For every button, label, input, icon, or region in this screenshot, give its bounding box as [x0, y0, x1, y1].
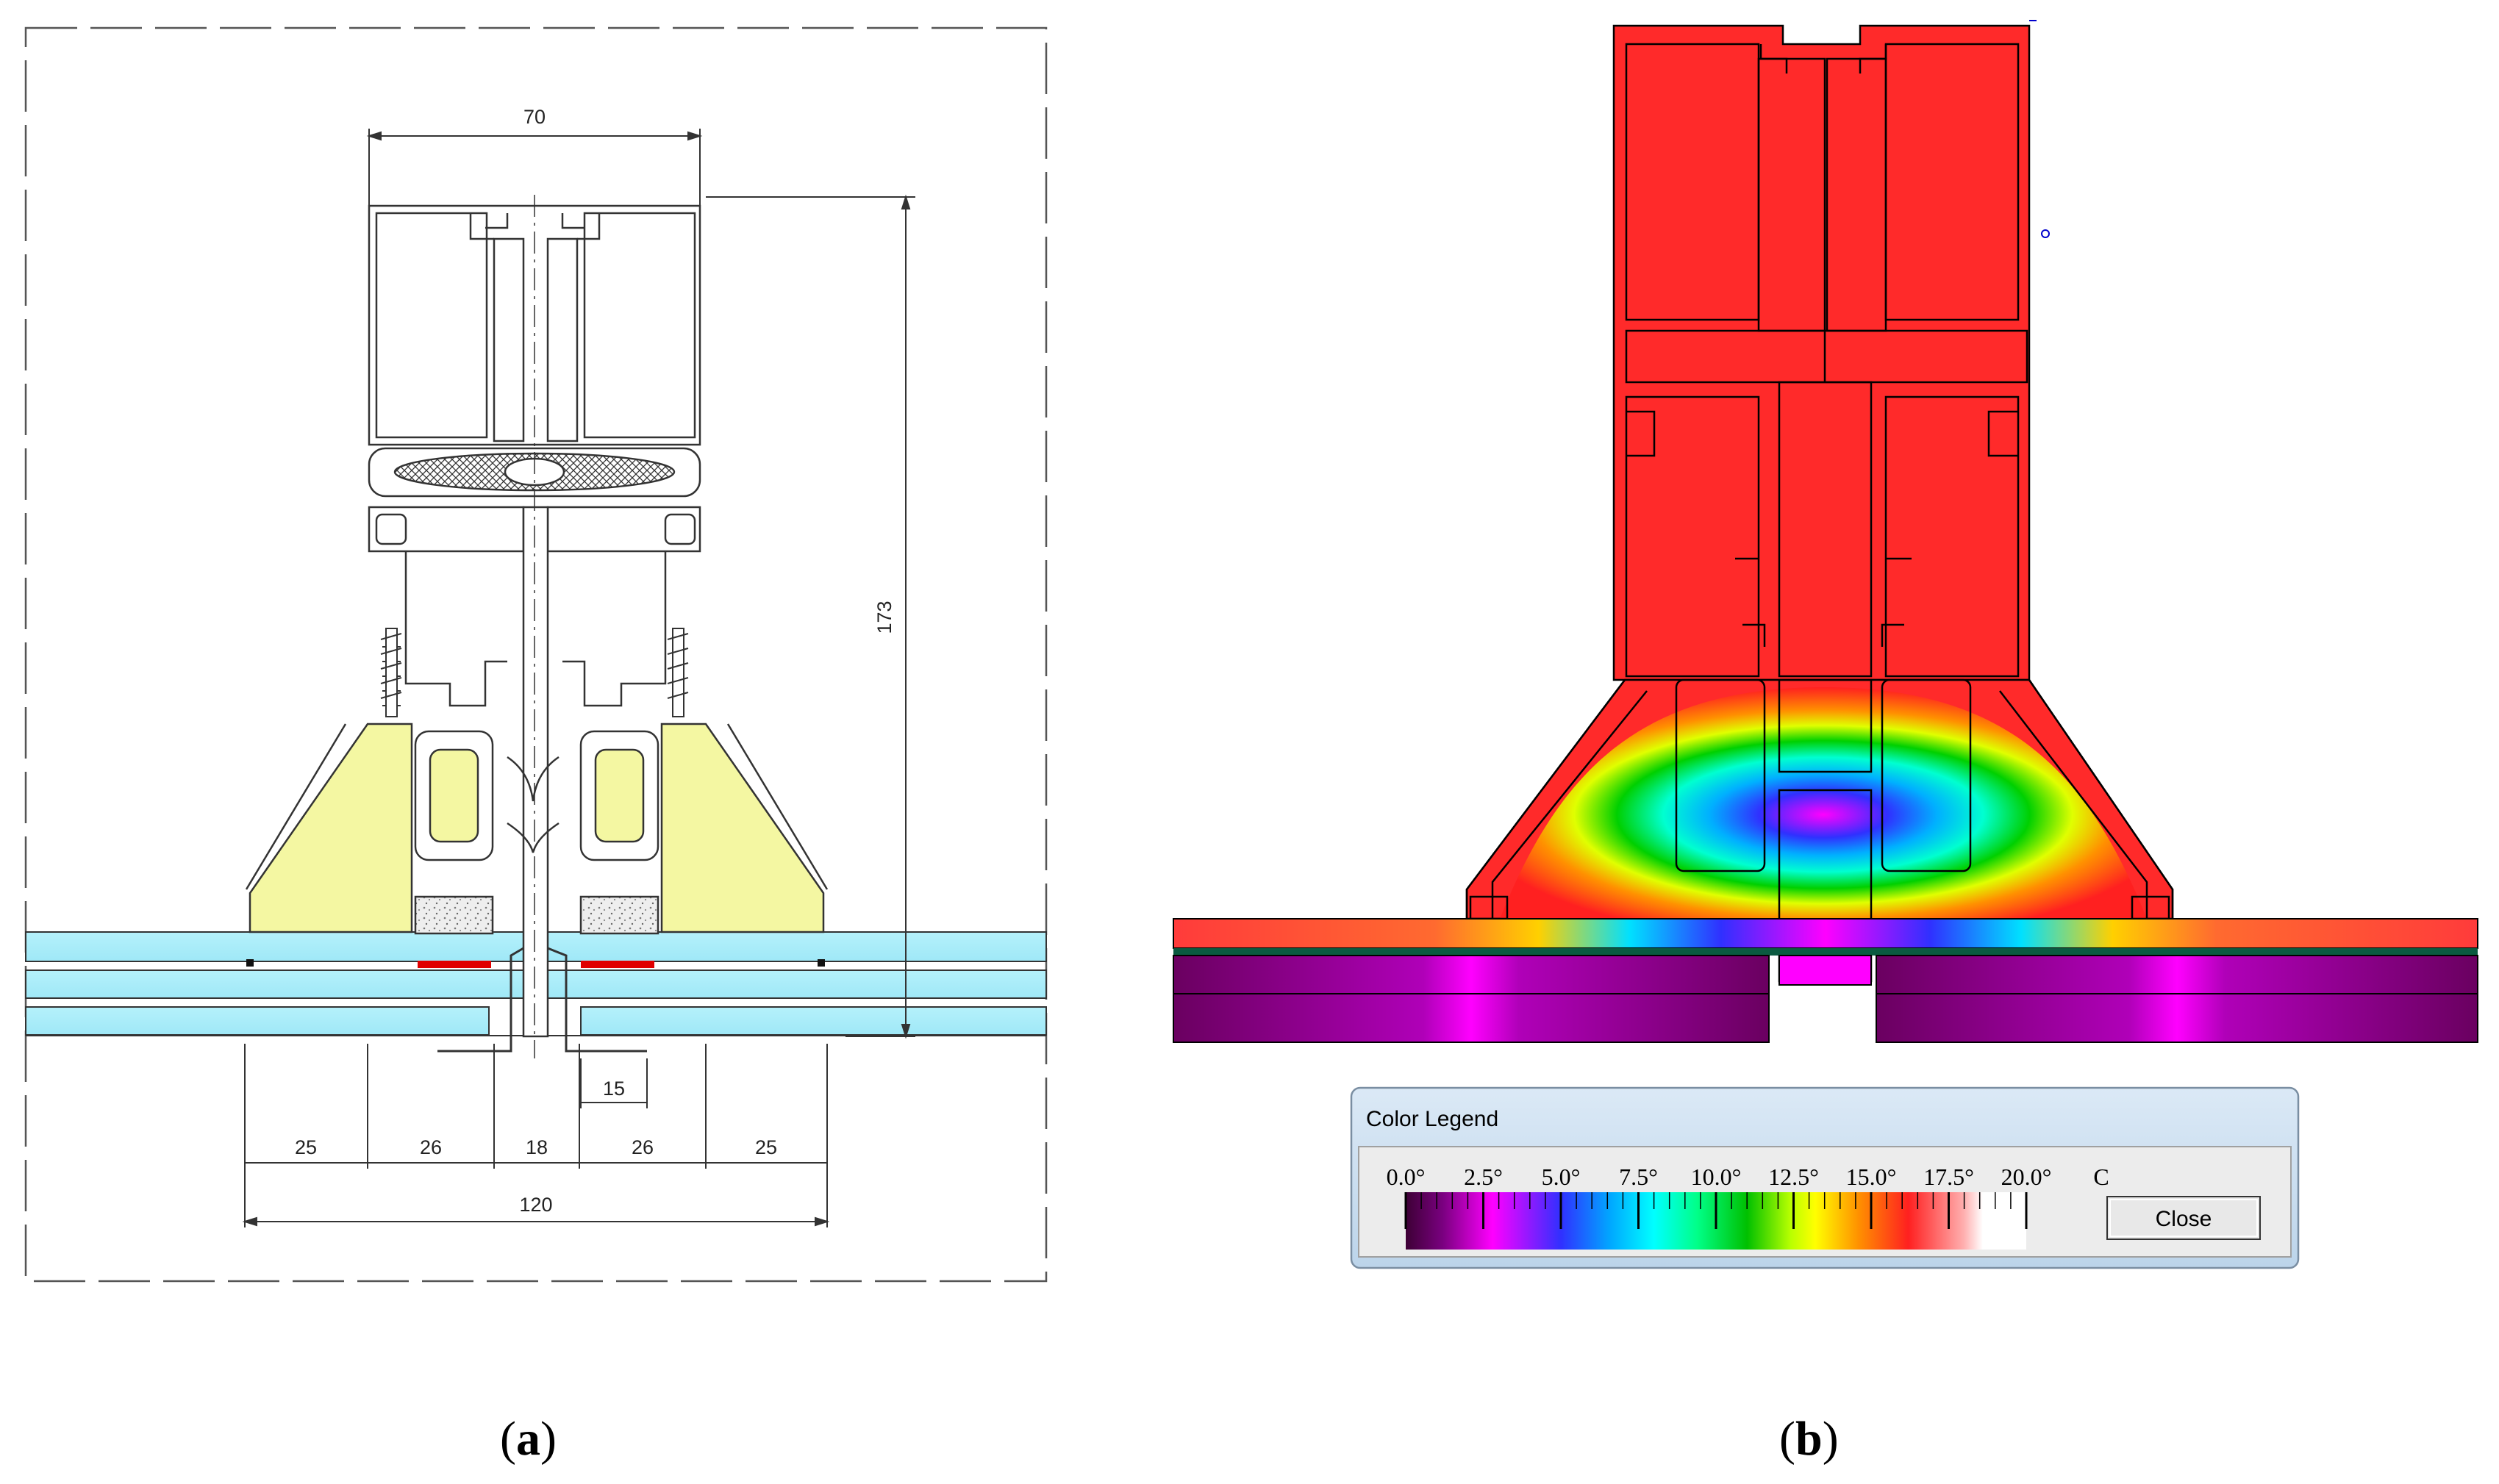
glass-spacer	[1173, 948, 2478, 956]
dimension-lines	[242, 129, 915, 1227]
pressure-plate-profiles	[414, 730, 659, 935]
legend-tick-label: 5.0°	[1542, 1164, 1581, 1190]
legend-tick-label: 20.0°	[2001, 1164, 2052, 1190]
outer-glass-thermal	[1173, 918, 2478, 949]
legend-ticks: 0.0° 2.5° 5.0° 7.5° 10.0° 12.5° 15.0° 17.5° 20.0…	[1387, 1164, 2052, 1229]
panel-b-thermal-map	[1173, 20, 2478, 1043]
mullion-outlines	[1625, 43, 2028, 678]
insulation-blocks	[245, 723, 829, 933]
legend-tick-label: 17.5°	[1923, 1164, 1974, 1190]
legend-tick-label: 10.0°	[1691, 1164, 1742, 1190]
legend-tick-label: 2.5°	[1464, 1164, 1503, 1190]
dim-overall: 120	[519, 1194, 552, 1216]
cover-cap	[437, 947, 647, 1053]
dim-sub-15: 15	[603, 1078, 625, 1100]
caption-a: (a)	[500, 1412, 557, 1466]
legend-title: Color Legend	[1366, 1107, 1498, 1131]
legend-tick-label: 7.5°	[1619, 1164, 1658, 1190]
legend-unit: C	[2093, 1164, 2109, 1190]
legend-tick-label: 12.5°	[1768, 1164, 1819, 1190]
legend-tick-label: 0.0°	[1387, 1164, 1426, 1190]
legend-tick-label: 15.0°	[1846, 1164, 1897, 1190]
red-gaskets	[418, 961, 654, 968]
dim-top-width: 70	[523, 106, 546, 128]
close-button-label: Close	[2156, 1207, 2212, 1231]
mullion-hot-zone	[1612, 24, 2031, 681]
panel-a-frame	[24, 26, 1048, 1283]
pressure-plate-outlines	[1465, 678, 2174, 983]
panel-a-drawing: 70 173 15 25 26 18 26 25 120	[24, 26, 1048, 1283]
inner-glass-left	[1173, 955, 1770, 1043]
dim-seg-4: 26	[632, 1136, 654, 1158]
dim-height: 173	[873, 601, 895, 634]
dim-seg-3: 18	[526, 1136, 548, 1158]
dim-seg-1: 25	[295, 1136, 317, 1158]
thermal-gradient-zone	[1500, 687, 2147, 919]
caption-b-letter: b	[1795, 1412, 1823, 1466]
caption-a-letter: a	[515, 1412, 540, 1466]
screws	[380, 628, 689, 717]
inner-glass-right	[1876, 955, 2478, 1043]
color-legend-window: Color Legend 0.0° 2.5° 5.0° 7.5° 10.0° 12.5° 1…	[1350, 1086, 2300, 1269]
caption-b: (b)	[1779, 1412, 1839, 1466]
dim-seg-2: 26	[420, 1136, 442, 1158]
marker-point	[2041, 229, 2050, 238]
legend-close-button[interactable]: Close	[2106, 1196, 2261, 1240]
dim-seg-5: 25	[755, 1136, 777, 1158]
